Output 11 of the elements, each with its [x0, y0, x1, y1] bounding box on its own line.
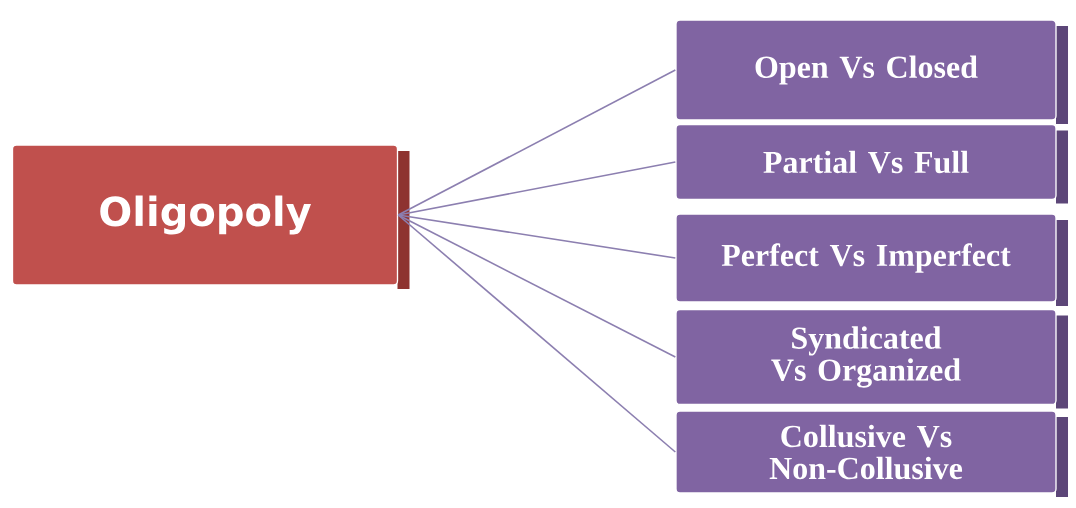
connector-line — [397, 214, 677, 259]
category-box: Collusive Vs Non-Collusive — [675, 410, 1068, 497]
connector-line — [397, 214, 677, 358]
main-box: Oligopoly — [11, 144, 410, 289]
category-box: Open Vs Closed — [675, 19, 1068, 124]
category-box: Syndicated Vs Organized — [675, 308, 1068, 409]
category-box: Partial Vs Full — [675, 123, 1068, 204]
connector-line — [397, 214, 677, 453]
category-box: Perfect Vs Imperfect — [675, 213, 1068, 306]
connector-line — [397, 69, 677, 216]
connector-line — [397, 161, 677, 216]
